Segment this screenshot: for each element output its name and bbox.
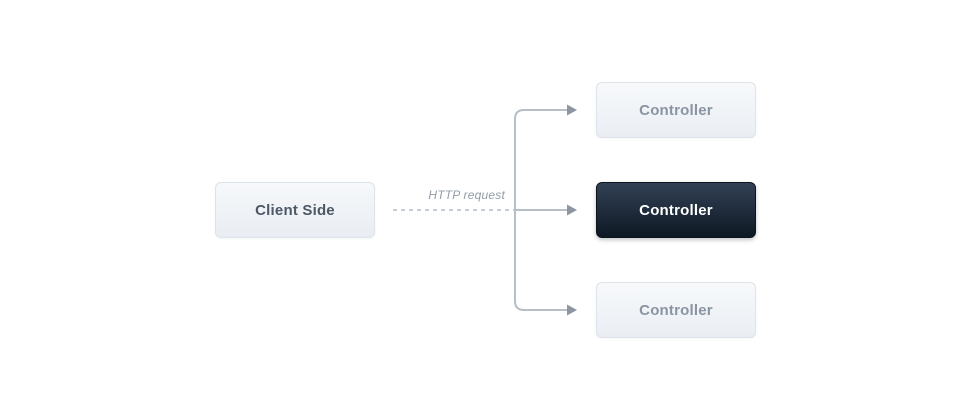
- arrow-line-top: [514, 109, 568, 210]
- controller-middle-label: Controller: [639, 201, 713, 219]
- http-request-label: HTTP request: [428, 188, 505, 202]
- arrowhead-middle-icon: [567, 204, 577, 216]
- controller-top-label: Controller: [639, 101, 713, 119]
- controller-node-bottom[interactable]: Controller: [596, 282, 756, 338]
- controller-bottom-label: Controller: [639, 301, 713, 319]
- controller-node-middle-selected[interactable]: Controller: [596, 182, 756, 238]
- arrow-line-bottom: [514, 210, 568, 311]
- arrowhead-bottom-icon: [567, 304, 577, 316]
- client-side-label: Client Side: [255, 201, 335, 219]
- controller-node-top[interactable]: Controller: [596, 82, 756, 138]
- arrowhead-top-icon: [567, 104, 577, 116]
- client-side-node[interactable]: Client Side: [215, 182, 375, 238]
